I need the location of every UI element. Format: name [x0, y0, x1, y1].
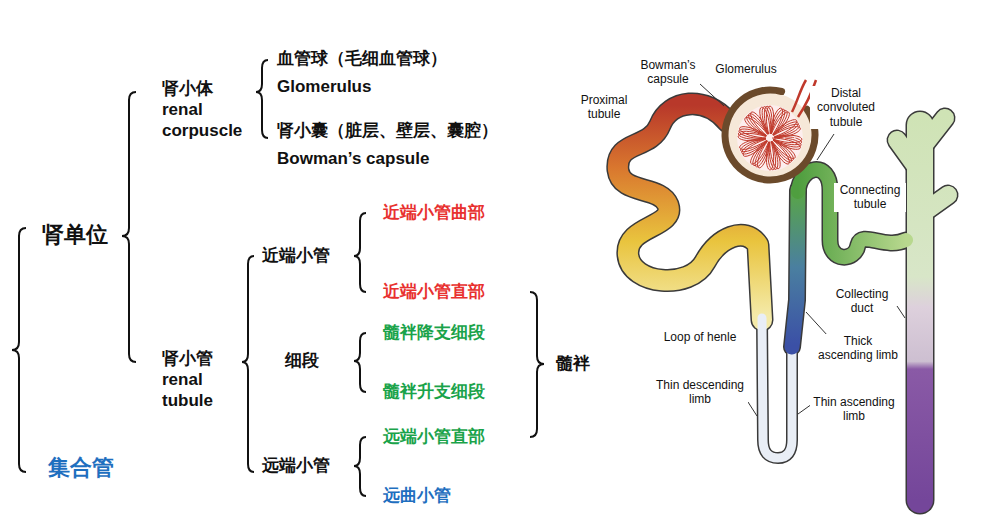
part-label: Connecting tubule — [834, 183, 906, 212]
tree-term: 血管球（毛细血管球） — [277, 48, 447, 69]
part-label: Loop of henle — [650, 330, 750, 344]
tree-term: 肾小管 — [162, 348, 213, 369]
leader-line — [817, 134, 834, 160]
curly-bracket — [242, 256, 254, 472]
leader-line — [748, 402, 757, 416]
tree-term: renal tubule — [162, 369, 213, 412]
tree-term: 近端小管直部 — [383, 281, 485, 302]
part-label: Collecting duct — [830, 287, 894, 316]
tree-term: 近端小管曲部 — [383, 202, 485, 223]
bowman-capsule-wall — [725, 90, 815, 180]
part-label: Thick ascending limb — [815, 334, 901, 363]
collecting-duct — [907, 125, 933, 500]
curly-bracket — [354, 437, 366, 496]
distal-tubule-outline — [798, 170, 906, 258]
curly-bracket — [354, 333, 366, 392]
tree-term: 髓袢降支细段 — [383, 322, 485, 343]
tree-term: 肾小囊（脏层、壁层、囊腔） — [277, 120, 498, 141]
tree-term: 髓袢 — [556, 353, 590, 374]
capillary-loop — [738, 107, 801, 170]
curly-bracket — [354, 213, 366, 292]
collecting-duct-branch — [920, 195, 948, 215]
capillary-loop — [738, 107, 802, 169]
thick-ascending-limb-outline — [792, 190, 798, 347]
tree-term: 肾单位 — [42, 221, 108, 249]
part-label: Thin descending limb — [652, 378, 748, 407]
nephron-drawing — [618, 80, 948, 500]
tree-term: 近端小管 — [262, 245, 330, 266]
curly-bracket — [530, 292, 544, 437]
curly-bracket — [12, 228, 26, 472]
tree-term: 远曲小管 — [383, 485, 451, 506]
leader-line — [897, 306, 905, 318]
collecting-duct-branch — [920, 118, 945, 150]
part-label: Thin ascending limb — [810, 395, 898, 424]
tree-term: 远端小管 — [262, 455, 330, 476]
distal-tubule — [798, 170, 906, 258]
part-label: Distal convoluted tubule — [810, 86, 882, 129]
tree-term: 集合管 — [48, 454, 114, 482]
tree-term: 远端小管直部 — [383, 426, 485, 447]
tree-term: 细段 — [285, 350, 319, 371]
tree-term: Glomerulus — [277, 76, 371, 97]
tree-term: 肾小体 — [162, 78, 213, 99]
tree-term: Bowman’s capsule — [277, 148, 429, 169]
tree-term: renal corpuscle — [162, 99, 242, 142]
bracket-group — [12, 60, 544, 496]
curly-bracket — [122, 92, 136, 362]
part-label: Bowman’s capsule — [636, 58, 700, 87]
thick-ascending-limb — [792, 190, 798, 347]
leader-line — [700, 84, 724, 106]
leader-lines — [700, 84, 905, 416]
part-label: Glomerulus — [706, 62, 786, 76]
collecting-duct-outline — [906, 125, 935, 500]
leader-line — [806, 312, 828, 336]
capillary-loop — [739, 106, 801, 170]
glomerulus-tuft — [737, 105, 803, 171]
part-label: Proximal tubule — [576, 93, 632, 122]
curly-bracket — [256, 60, 268, 138]
tree-term: 髓袢升支细段 — [383, 381, 485, 402]
